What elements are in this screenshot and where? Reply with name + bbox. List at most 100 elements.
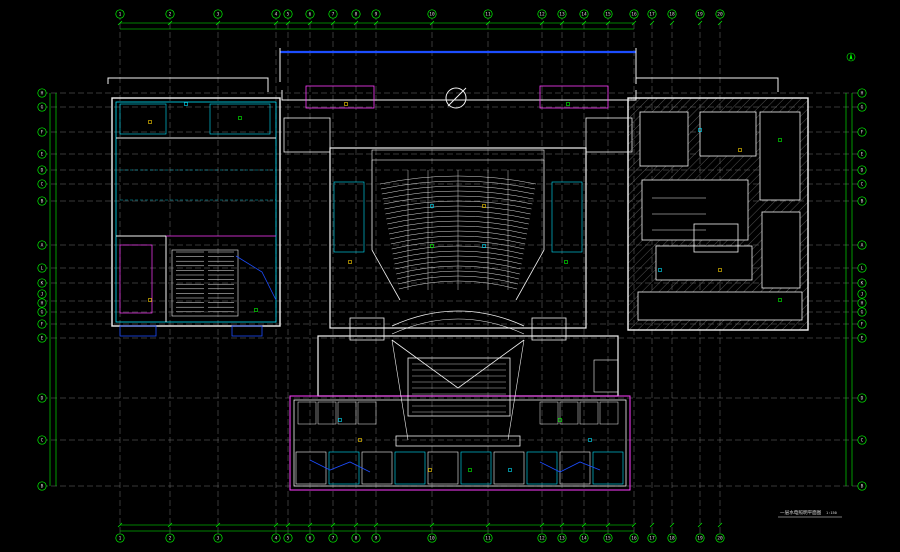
axis-bubble <box>857 127 867 137</box>
axis-bubble <box>213 9 223 19</box>
axis-bubble-label: 10 <box>429 12 435 18</box>
axis-bubble-label: G <box>861 310 864 316</box>
axis-bubble-label: 6 <box>309 536 312 542</box>
dimension-tick <box>373 522 379 528</box>
light-fixture-icon <box>338 418 342 422</box>
axis-bubble <box>857 435 867 445</box>
room <box>427 451 459 485</box>
dimension-tick <box>353 522 359 528</box>
axis-bubble <box>667 9 677 19</box>
dimension-tick <box>307 522 313 528</box>
axis-bubble-label: 20 <box>717 536 723 542</box>
axis-bubble-label: B <box>41 199 44 205</box>
axis-bubble-label: B <box>41 484 44 490</box>
light-fixture-icon <box>358 438 362 442</box>
axis-bubble <box>579 9 589 19</box>
dimension-lines <box>49 20 853 532</box>
dimension-tick <box>539 20 545 26</box>
dimension-tick <box>605 522 611 528</box>
axis-bubble-label: 9 <box>375 536 378 542</box>
axis-bubble <box>857 149 867 159</box>
dimension-tick <box>559 522 565 528</box>
axis-bubble <box>579 533 589 543</box>
dimension-tick <box>373 20 379 26</box>
axis-bubble <box>283 9 293 19</box>
axis-bubble-label: B <box>861 199 864 205</box>
axis-bubble <box>647 533 657 543</box>
light-fixture-icon <box>428 468 432 472</box>
axis-bubble-label: 4 <box>275 12 278 18</box>
axis-bubble-label: 16 <box>631 12 637 18</box>
axis-bubble-label: J <box>861 292 864 298</box>
axis-bubble-label: 1 <box>119 536 122 542</box>
axis-bubble-label: G <box>861 105 864 111</box>
axis-bubble <box>37 481 47 491</box>
axis-bubble-label: E <box>861 152 864 158</box>
axis-bubble <box>115 533 125 543</box>
auditorium <box>279 48 637 341</box>
axis-bubble-label: 13 <box>559 12 565 18</box>
axis-bubble <box>371 533 381 543</box>
axis-bubble <box>483 533 493 543</box>
axis-bubble <box>305 533 315 543</box>
light-fixture-icon <box>508 468 512 472</box>
axis-bubble <box>37 298 47 308</box>
axis-bubble-label: A <box>41 243 44 249</box>
light-fixture-icon <box>698 128 702 132</box>
axis-bubble-label: F <box>861 130 864 136</box>
light-fixture-icon <box>238 116 242 120</box>
axis-bubble-label: F <box>41 322 44 328</box>
axis-bubble-label: 2 <box>169 536 172 542</box>
dimension-tick <box>697 522 703 528</box>
axis-bubble-label: 12 <box>539 536 545 542</box>
dimension-tick <box>330 522 336 528</box>
light-fixture-icon <box>778 298 782 302</box>
dimension-tick <box>605 20 611 26</box>
light-fixture-icon <box>482 204 486 208</box>
dimension-tick <box>485 20 491 26</box>
axis-bubble <box>37 102 47 112</box>
axis-bubble <box>857 289 867 299</box>
axis-bubble-label: D <box>41 396 44 402</box>
room <box>526 451 558 485</box>
axis-bubble <box>37 435 47 445</box>
light-fixture-icon <box>468 468 472 472</box>
axis-bubble <box>37 165 47 175</box>
dimension-tick <box>429 522 435 528</box>
axis-bubble <box>283 533 293 543</box>
room <box>328 451 360 485</box>
dimension-tick <box>539 522 545 528</box>
room <box>317 401 337 425</box>
axis-bubble-label: G <box>41 105 44 111</box>
axis-bubble-label: 8 <box>355 536 358 542</box>
light-fixture-icon <box>718 268 722 272</box>
axis-bubble-label: L <box>861 266 864 272</box>
axis-bubble <box>37 263 47 273</box>
dimension-tick <box>697 20 703 26</box>
light-fixture-icon <box>148 298 152 302</box>
axis-bubble-label: K <box>861 281 864 287</box>
dimension-tick <box>485 522 491 528</box>
axis-bubble-label: E <box>41 336 44 342</box>
axis-bubble-label: 11 <box>485 12 491 18</box>
axis-bubble <box>603 533 613 543</box>
axis-bubble-label: B <box>861 484 864 490</box>
axis-bubble <box>857 298 867 308</box>
axis-bubble <box>213 533 223 543</box>
axis-bubble-label: 18 <box>669 12 675 18</box>
axis-bubble-label: J <box>41 292 44 298</box>
seating-rows <box>120 169 276 313</box>
axis-bubble <box>557 9 567 19</box>
axis-bubble-label: 3 <box>217 536 220 542</box>
room <box>599 401 619 425</box>
room <box>539 401 559 425</box>
dimension-tick <box>215 522 221 528</box>
axis-bubble-label: 5 <box>287 536 290 542</box>
dimension-tick <box>307 20 313 26</box>
axis-bubble <box>537 533 547 543</box>
light-fixture-icon <box>148 120 152 124</box>
axis-bubble <box>115 9 125 19</box>
dimension-tick <box>631 20 637 26</box>
axis-bubble <box>37 307 47 317</box>
